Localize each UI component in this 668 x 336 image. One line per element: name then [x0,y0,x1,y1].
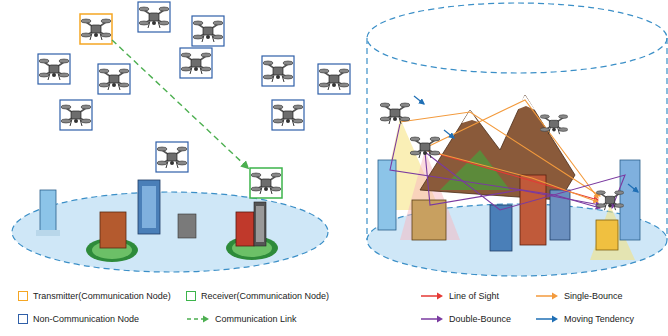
legend-entry: Non-Communication Node [18,314,139,324]
legend-swatch [186,291,196,301]
legend-text: Single-Bounce [564,291,623,301]
legend-line [535,314,559,324]
legend-entry: Communication Link [186,314,297,324]
legend-entry: Moving Tendency [535,314,634,324]
legend-text: Receiver(Communication Node) [201,291,329,301]
legend-text: Non-Communication Node [33,314,139,324]
legend-text: Double-Bounce [449,314,511,324]
legend-entry: Receiver(Communication Node) [186,291,329,301]
legend-text: Line of Sight [449,291,499,301]
legend-line [420,314,444,324]
legend-text: Moving Tendency [564,314,634,324]
legend-text: Communication Link [215,314,297,324]
legend-entry: Double-Bounce [420,314,511,324]
legend-line [535,291,559,301]
legend-text: Transmitter(Communication Node) [33,291,171,301]
legend-entry: Line of Sight [420,291,499,301]
legend-line [420,291,444,301]
legend-swatch [18,314,28,324]
legend-line [186,314,210,324]
legend-entry: Single-Bounce [535,291,623,301]
legend-swatch [18,291,28,301]
legend-entry: Transmitter(Communication Node) [18,291,171,301]
